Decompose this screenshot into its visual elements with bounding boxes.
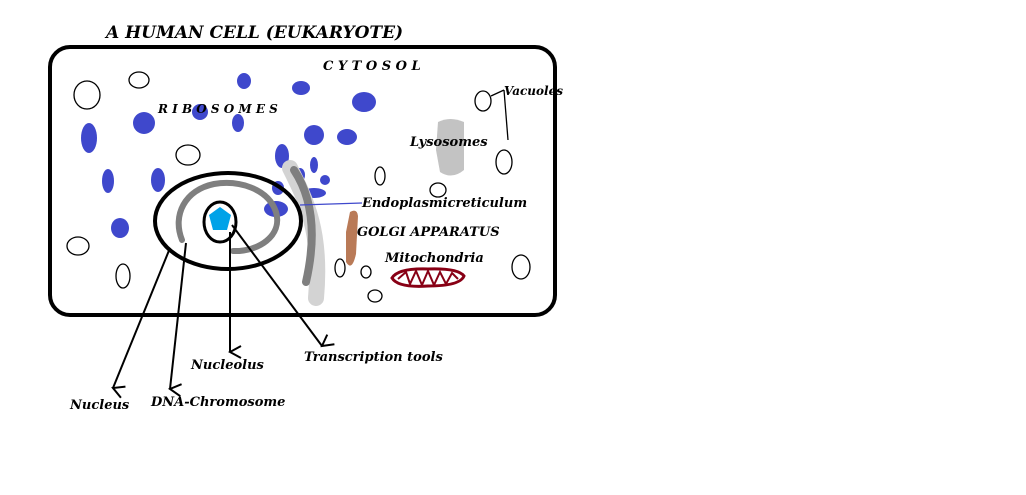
ribosome [237, 73, 251, 89]
nucleus [153, 171, 303, 271]
vacuole [429, 182, 447, 198]
ribosome [192, 104, 208, 120]
vacuole [334, 258, 346, 278]
vacuole [66, 236, 90, 256]
endoplasmic-reticulum [282, 160, 326, 306]
diagram-title: A HUMAN CELL (EUKARYOTE) [104, 23, 403, 43]
ribosome [320, 175, 330, 185]
vacuole [115, 263, 131, 289]
vacuole [175, 144, 201, 166]
pointer-arrows [113, 224, 322, 389]
mitochondria-icon [390, 267, 466, 288]
vacuole [511, 254, 531, 280]
vacuole [474, 90, 492, 112]
vacuoles-label: Vacuoles [504, 84, 563, 98]
vacuole [360, 265, 372, 279]
ribosome [81, 123, 97, 153]
ribosome [304, 125, 324, 145]
nucleus-arrow [113, 247, 171, 388]
cell-membrane [48, 45, 557, 317]
ribosome [102, 169, 114, 193]
lysosomes-label: Lysosomes [409, 135, 488, 150]
ribosome [111, 218, 129, 238]
dna-chromosome-strand [175, 180, 281, 255]
nucleolus-icon [209, 207, 231, 230]
lysosome [436, 119, 464, 176]
ribosome [337, 129, 357, 145]
cytosol-label: C Y T O S O L [323, 59, 421, 74]
vacuole-leader [503, 89, 509, 141]
vacuole [128, 71, 150, 89]
ribosomes-label: R I B O S O M E S [157, 102, 278, 116]
leader-lines [299, 89, 509, 206]
vacuoles [66, 71, 531, 303]
vacuole [374, 166, 386, 186]
nucleolus-ring [202, 200, 238, 244]
vacuole [495, 149, 513, 175]
nucleolus-label: Nucleolus [190, 358, 265, 373]
ribosome [232, 114, 244, 132]
ribosome [133, 112, 155, 134]
nucleus-label: Nucleus [69, 398, 130, 413]
transcription-tools-label: Transcription tools [304, 350, 443, 365]
ribosomes [81, 73, 376, 238]
nuclear-envelope [153, 171, 303, 271]
ribosome [352, 92, 376, 112]
golgi-apparatus [346, 210, 358, 266]
ribosome [151, 168, 165, 192]
ribosome [310, 157, 318, 173]
er-leader [299, 202, 363, 206]
vacuole-leader [490, 89, 505, 97]
dna-chromosome-arrow [170, 242, 187, 389]
transcription-tools-arrow [231, 224, 322, 346]
vacuole [367, 289, 383, 303]
er-label: Endoplasmicreticulum [361, 196, 527, 211]
ribosome [292, 81, 310, 95]
mitochondria-label: Mitochondria [384, 251, 484, 266]
dna-chromosome-label: DNA-Chromosome [150, 395, 285, 410]
golgi-label: GOLGI APPARATUS [357, 225, 500, 240]
vacuole [73, 80, 101, 110]
